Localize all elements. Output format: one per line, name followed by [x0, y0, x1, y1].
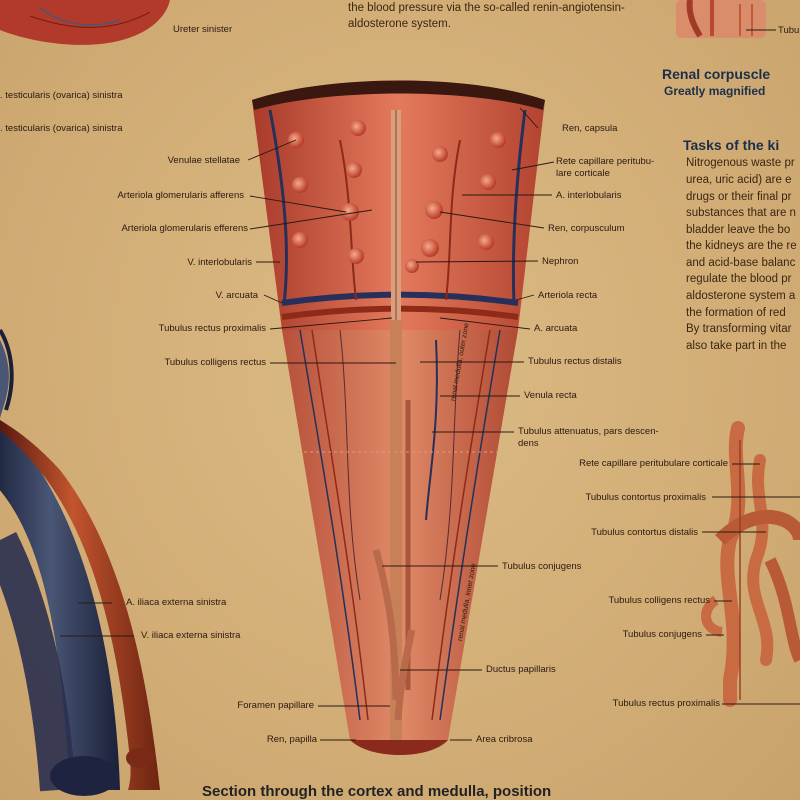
- label-v-interlobularis: V. interlobularis: [187, 257, 252, 268]
- label-ductus-papillaris: Ductus papillaris: [486, 664, 556, 675]
- label-tubulus-rectus-proximalis: Tubulus rectus proximalis: [159, 323, 266, 334]
- label-tubulus-colligens-rectus: Tubulus colligens rectus: [164, 357, 266, 368]
- label-tubulus-conjugens-right: Tubulus conjugens: [623, 629, 702, 640]
- tasks-line: urea, uric acid) are e: [686, 172, 791, 189]
- tasks-title: Tasks of the ki: [683, 137, 779, 153]
- label-testicularis-2: . testicularis (ovarica) sinistra: [0, 123, 122, 134]
- label-testicularis-1: . testicularis (ovarica) sinistra: [0, 90, 122, 101]
- label-foramen-papillare: Foramen papillare: [237, 700, 314, 711]
- renal-corpuscle-subtitle: Greatly magnified: [664, 84, 765, 98]
- label-v-iliaca: V. iliaca externa sinistra: [141, 630, 240, 641]
- tasks-line: drugs or their final pr: [686, 189, 791, 206]
- label-tubu: Tubu: [778, 25, 799, 36]
- intro-text-line-1: the blood pressure via the so-called ren…: [348, 0, 625, 17]
- label-ren-corpusculum: Ren, corpusculum: [548, 223, 625, 234]
- tasks-line: Nitrogenous waste pr: [686, 155, 795, 172]
- label-nephron: Nephron: [542, 256, 578, 267]
- tasks-line: substances that are n: [686, 205, 796, 222]
- label-tubulus-rectus-distalis: Tubulus rectus distalis: [528, 356, 622, 367]
- label-v-arcuata: V. arcuata: [216, 290, 258, 301]
- renal-corpuscle-title: Renal corpuscle: [662, 66, 770, 82]
- kidney-section: [252, 81, 545, 756]
- label-rete-capillare-1: Rete capillare peritubu-: [556, 156, 654, 167]
- kidney-fragment: [0, 0, 170, 45]
- tubule-fragment-top: [676, 0, 766, 38]
- intro-text-line-2: aldosterone system.: [348, 16, 451, 33]
- label-arteriola-recta: Arteriola recta: [538, 290, 597, 301]
- label-tubulus-contortus-proximalis: Tubulus contortus proximalis: [585, 492, 706, 503]
- label-a-interlobularis: A. interlobularis: [556, 190, 621, 201]
- iliac-vessels: [0, 330, 160, 796]
- tasks-line: By transforming vitar: [686, 321, 791, 338]
- label-a-arcuata: A. arcuata: [534, 323, 577, 334]
- label-tubulus-attenuatus-1: Tubulus attenuatus, pars descen-: [518, 426, 659, 437]
- tasks-line: aldosterone system a: [686, 288, 795, 305]
- label-a-iliaca: A. iliaca externa sinistra: [126, 597, 226, 608]
- label-rete-capillare-corticale: Rete capillare peritubulare corticale: [579, 458, 728, 469]
- label-venula-recta: Venula recta: [524, 390, 577, 401]
- label-ren-papilla: Ren, papilla: [267, 734, 317, 745]
- section-caption: Section through the cortex and medulla, …: [202, 783, 551, 800]
- label-venulae-stellatae: Venulae stellatae: [168, 155, 240, 166]
- tasks-line: also take part in the: [686, 338, 786, 355]
- label-ren-capsula: Ren, capsula: [562, 123, 617, 134]
- label-arteriola-efferens: Arteriola glomerularis efferens: [121, 223, 248, 234]
- label-tubulus-conjugens: Tubulus conjugens: [502, 561, 581, 572]
- tasks-line: bladder leave the bo: [686, 222, 790, 239]
- label-ureter: Ureter sinister: [173, 24, 232, 35]
- tasks-line: the kidneys are the re: [686, 238, 797, 255]
- label-arteriola-afferens: Arteriola glomerularis afferens: [117, 190, 244, 201]
- label-rete-capillare-2: lare corticale: [556, 168, 610, 179]
- label-tubulus-colligens-rectus-right: Tubulus colligens rectus: [608, 595, 710, 606]
- tasks-line: the formation of red: [686, 305, 786, 322]
- label-tubulus-rectus-proximalis-right: Tubulus rectus proximalis: [613, 698, 720, 709]
- tasks-line: regulate the blood pr: [686, 271, 792, 288]
- label-tubulus-contortus-distalis: Tubulus contortus distalis: [591, 527, 698, 538]
- label-tubulus-attenuatus-2: dens: [518, 438, 539, 449]
- tasks-line: and acid-base balanc: [686, 255, 795, 272]
- label-area-cribrosa: Area cribrosa: [476, 734, 533, 745]
